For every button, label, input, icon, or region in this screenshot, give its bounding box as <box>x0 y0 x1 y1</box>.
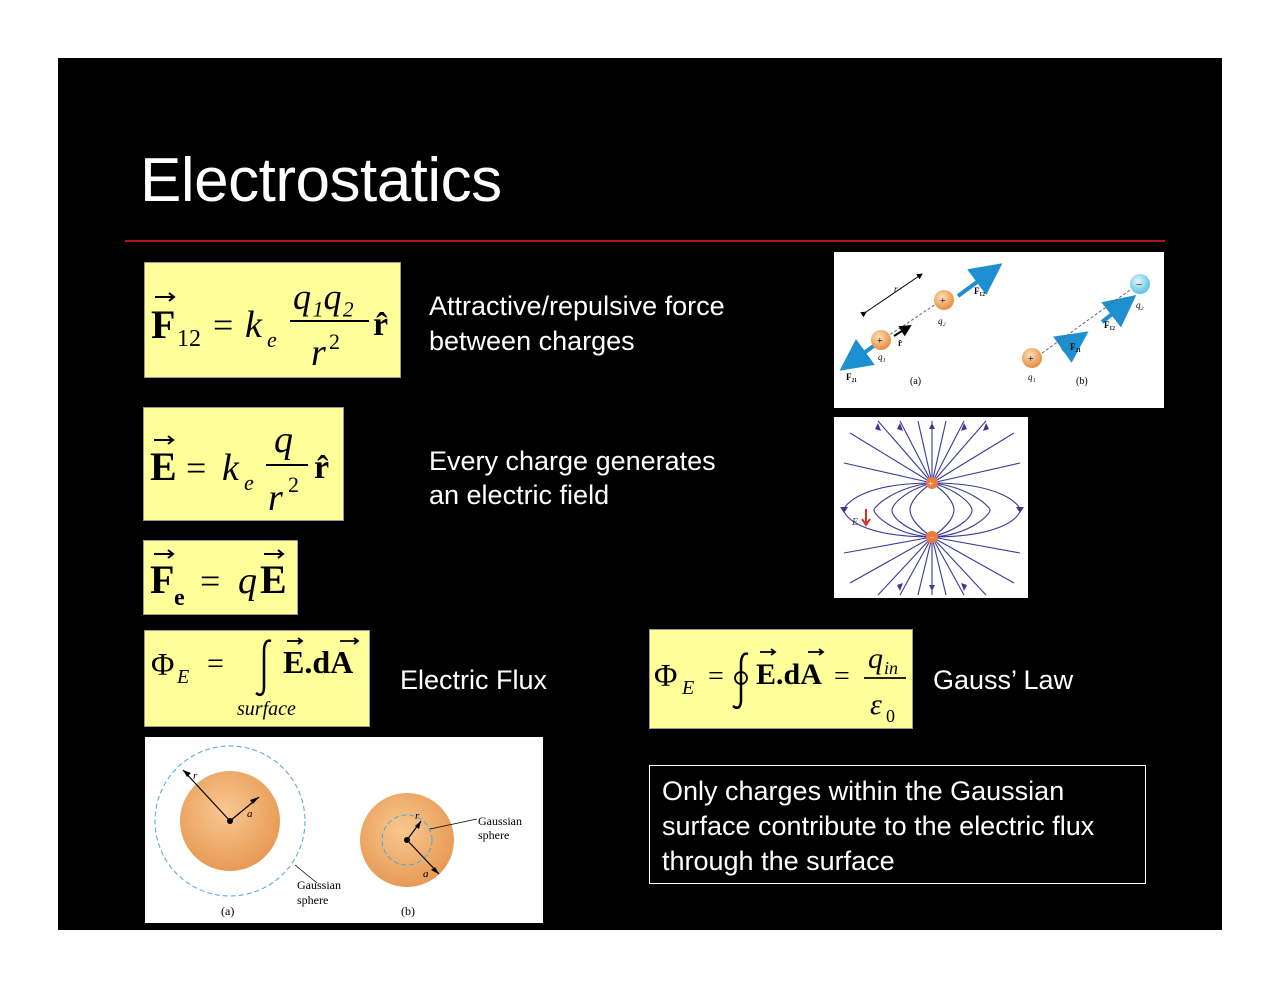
charge-minus-b: − <box>1136 279 1142 291</box>
eq-integral-limit: surface <box>237 698 296 720</box>
gaussian-label-a-line2: sphere <box>297 893 328 907</box>
field-description-line1: Every charge generates <box>429 446 716 476</box>
dipole-E-label: E <box>851 517 858 528</box>
eq-integrand: E.dA <box>756 658 822 691</box>
eq-denominator: r <box>311 332 326 374</box>
label-part-a: (a) <box>221 904 234 918</box>
eq-equals-2: = <box>834 661 850 692</box>
gaussian-label-b-line1: Gaussian <box>478 814 522 828</box>
label-F21-a: F₂₁ <box>846 372 857 382</box>
electric-flux-equation: Φ E = E.dA surface <box>144 630 370 727</box>
eq-E-symbol: E <box>150 444 177 489</box>
dipole-minus: − <box>929 533 935 544</box>
eq-equals: = <box>207 647 224 680</box>
label-F12-a: F₁₂ <box>974 286 985 296</box>
eq-k: k <box>245 304 263 346</box>
eq-unit-vector: r̂ <box>373 306 388 343</box>
eq-k-subscript: e <box>267 327 277 352</box>
gauss-law-label: Gauss’ Law <box>933 665 1074 695</box>
label-part-b: (b) <box>401 904 415 918</box>
eq-equals: = <box>186 448 206 488</box>
eq-phi: Φ <box>151 646 174 682</box>
force-description-line2: between charges <box>429 326 635 356</box>
eq-numerator-subscript: in <box>884 658 898 678</box>
integral-sign <box>255 639 272 696</box>
coulomb-law-equation: F 12 = k e q₁q₂ r 2 r̂ <box>144 262 401 378</box>
eq-numerator: q <box>274 419 293 461</box>
charge-plus-a1: + <box>877 336 883 347</box>
label-part-a: (a) <box>910 376 921 387</box>
gaussian-note-box: Only charges within the Gaussian surface… <box>649 765 1146 884</box>
title-divider <box>125 240 1165 242</box>
eq-denominator-exp: 2 <box>329 329 340 354</box>
label-q2-b: q₂ <box>1136 300 1144 310</box>
gauss-law-equation: Φ E = E.dA = q in ε 0 <box>649 629 913 729</box>
label-part-b: (b) <box>1076 376 1088 387</box>
closed-integral-sign <box>732 652 749 709</box>
force-field-equation: F e = q E <box>143 540 298 615</box>
eq-unit-vector: r̂ <box>314 449 329 486</box>
eq-F-symbol: F <box>150 557 174 602</box>
force-description-line1: Attractive/repulsive force <box>429 291 725 321</box>
eq-k-subscript: e <box>244 470 254 495</box>
label-q2-a: q₂ <box>938 316 946 326</box>
eq-F-subscript: 12 <box>177 326 201 352</box>
eq-F-subscript: e <box>174 585 185 611</box>
label-r-a: r <box>193 770 198 782</box>
eq-equals: = <box>213 305 233 345</box>
gaussian-label-b-line2: sphere <box>478 828 509 842</box>
note-line3: through the surface <box>662 846 895 876</box>
label-a-a: a <box>247 808 253 820</box>
eq-numerator: q₁q₂ <box>293 277 354 317</box>
flux-label: Electric Flux <box>400 665 548 695</box>
slide-title: Electrostatics <box>140 146 502 215</box>
label-F21-b: F₂₁ <box>1070 342 1081 352</box>
note-line1: Only charges within the Gaussian <box>662 776 1065 806</box>
eq-phi-subscript: E <box>681 677 694 699</box>
label-q1-a: q₁ <box>878 352 886 362</box>
eq-q: q <box>238 560 257 602</box>
field-description-line2: an electric field <box>429 480 610 510</box>
dipole-plus: + <box>928 479 934 490</box>
eq-equals: = <box>200 561 220 601</box>
label-r: r <box>894 284 898 294</box>
eq-phi-subscript: E <box>176 666 189 688</box>
eq-F-symbol: F <box>151 302 175 347</box>
eq-phi: Φ <box>654 657 677 693</box>
label-F12-b: F₁₂ <box>1104 320 1115 330</box>
eq-k: k <box>222 447 240 489</box>
label-r-b: r <box>415 810 420 822</box>
charge-plus-b: + <box>1028 354 1034 365</box>
label-q1-b: q₁ <box>1028 372 1036 382</box>
eq-equals: = <box>708 661 724 692</box>
eq-integrand: E.dA <box>283 644 353 680</box>
charges-force-figure: + + r r̂ q₁ q₂ F₁₂ F₂₁ (a) + − q₁ q₂ F₁₂… <box>834 252 1164 408</box>
eq-denominator-subscript: 0 <box>886 706 895 726</box>
charge-plus-a2: + <box>940 296 946 307</box>
label-rhat: r̂ <box>898 338 902 348</box>
eq-denominator: ε <box>870 688 882 721</box>
note-line2: surface contribute to the electric flux <box>662 811 1095 841</box>
gaussian-sphere-figure: r a Gaussian sphere (a) r a Gaussian sph… <box>145 737 543 923</box>
label-a-b: a <box>423 868 429 880</box>
eq-denominator-exp: 2 <box>288 472 299 497</box>
electric-field-equation: E = k e q r 2 r̂ <box>143 407 344 521</box>
eq-E-symbol: E <box>260 557 287 602</box>
eq-denominator: r <box>268 477 283 519</box>
dipole-field-figure: + − E <box>834 417 1028 598</box>
eq-numerator: q <box>868 642 883 675</box>
gaussian-label-a-line1: Gaussian <box>297 878 341 892</box>
